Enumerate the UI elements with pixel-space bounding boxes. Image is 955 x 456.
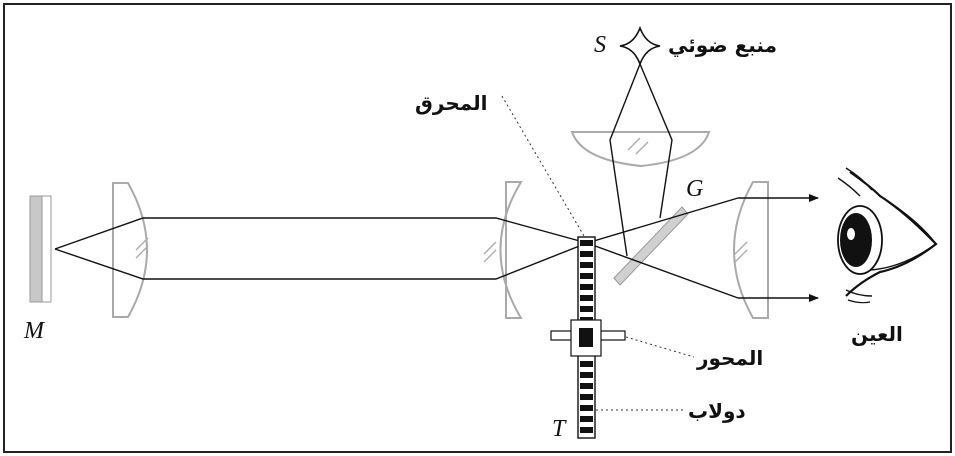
wheel-tooth: [580, 394, 593, 400]
source-letter-s: S: [594, 32, 606, 58]
light-source-label: منبع ضوئي: [668, 33, 777, 58]
light-source-star-icon: [619, 25, 661, 67]
light-rays: [54, 63, 819, 302]
wheel-tooth: [580, 372, 593, 378]
wheel-tooth: [580, 427, 593, 433]
focus-label: المحرق: [415, 91, 488, 115]
wheel-label: دولاب: [688, 399, 746, 423]
eye-icon: [837, 167, 938, 304]
lens-middle: [483, 181, 523, 319]
mirror: [29, 195, 52, 303]
wheel-tooth: [580, 295, 593, 301]
wheel-tooth: [580, 383, 593, 389]
axle-label: المحور: [696, 346, 763, 370]
lens-left: [112, 182, 149, 318]
eye-label: العين: [851, 322, 903, 346]
wheel-letter-t: T: [552, 416, 567, 442]
wheel-tooth: [580, 273, 593, 279]
wheel-tooth: [580, 240, 593, 246]
mirror-letter-m: M: [23, 318, 46, 344]
condenser-lens: [570, 131, 711, 168]
wheel-tooth: [580, 262, 593, 268]
wheel-tooth: [580, 361, 593, 367]
wheel-tooth: [580, 284, 593, 290]
wheel-tooth: [580, 306, 593, 312]
beam-splitter-plate: [613, 206, 689, 286]
wheel-tooth: [580, 405, 593, 411]
plate-letter-g: G: [686, 176, 703, 202]
leader-lines: [501, 95, 695, 411]
wheel-axle: [550, 319, 626, 357]
lens-right: [733, 181, 769, 319]
wheel-tooth: [580, 416, 593, 422]
wheel-tooth: [580, 251, 593, 257]
diagram-frame: [3, 3, 952, 453]
